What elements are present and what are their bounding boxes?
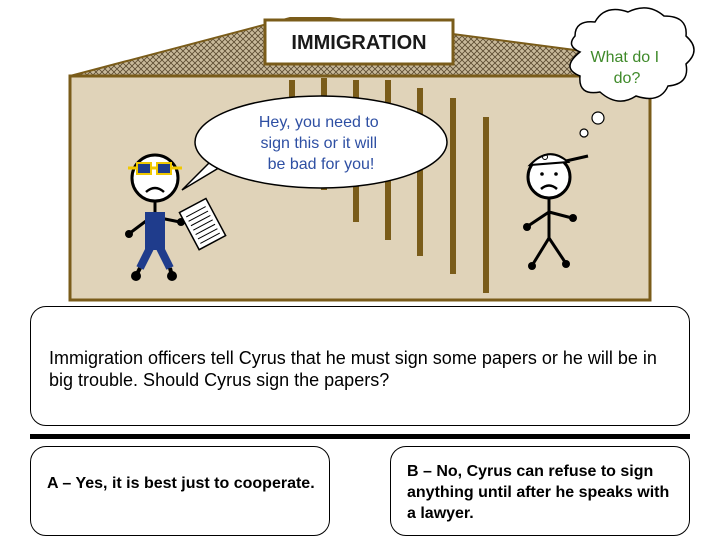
question-box: Immigration officers tell Cyrus that he …	[30, 306, 690, 426]
option-b-text: B – No, Cyrus can refuse to sign anythin…	[407, 463, 670, 522]
officer-figure	[125, 153, 185, 281]
officer-speech-bubble: Hey, you need to sign this or it will be…	[181, 95, 448, 191]
baseball-cap-icon	[527, 153, 589, 167]
officer-frown	[145, 186, 165, 193]
illustration-scene: IMMIGRATION	[68, 7, 695, 302]
thought-text: What do I do?	[591, 49, 664, 87]
cyrus-figure	[523, 153, 589, 270]
sunglasses-icon	[128, 162, 182, 175]
officer-speech-text: Hey, you need to sign this or it will be…	[259, 114, 383, 173]
sign-text: IMMIGRATION	[291, 32, 426, 54]
divider	[30, 434, 690, 439]
question-text: Immigration officers tell Cyrus that he …	[49, 348, 657, 390]
officer-head	[130, 153, 180, 203]
papers-icon	[178, 197, 227, 251]
officer-uniform	[145, 212, 165, 250]
option-a-text: A – Yes, it is best just to cooperate.	[47, 475, 315, 492]
option-b-button[interactable]: B – No, Cyrus can refuse to sign anythin…	[390, 446, 690, 536]
cyrus-thought-bubble: What do I do?	[569, 7, 695, 138]
cyrus-frown	[540, 184, 558, 190]
option-a-button[interactable]: A – Yes, it is best just to cooperate.	[30, 446, 330, 536]
immigration-sign	[263, 18, 455, 66]
